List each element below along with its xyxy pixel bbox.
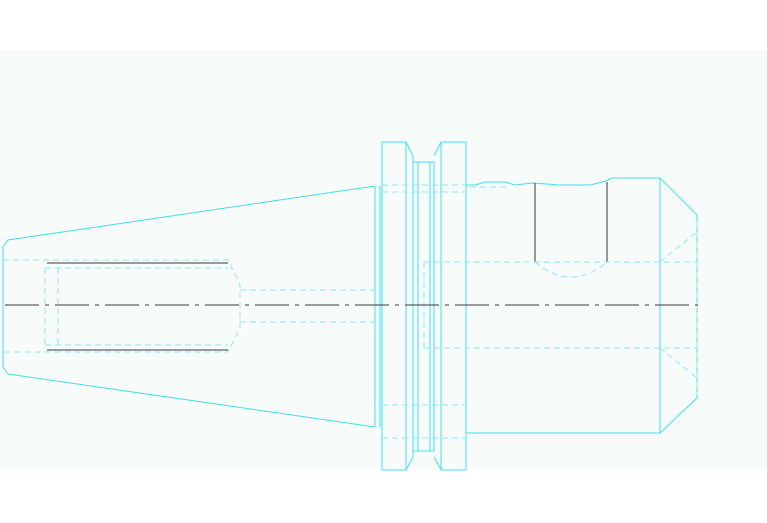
taper-bore-hidden	[3, 259, 375, 353]
body-bore-hidden	[423, 222, 698, 395]
drawing-canvas	[0, 50, 767, 468]
clamp-flat-lines	[534, 182, 608, 262]
flange	[381, 141, 467, 471]
taper-shank	[2, 185, 381, 428]
thread-lines	[47, 262, 228, 351]
